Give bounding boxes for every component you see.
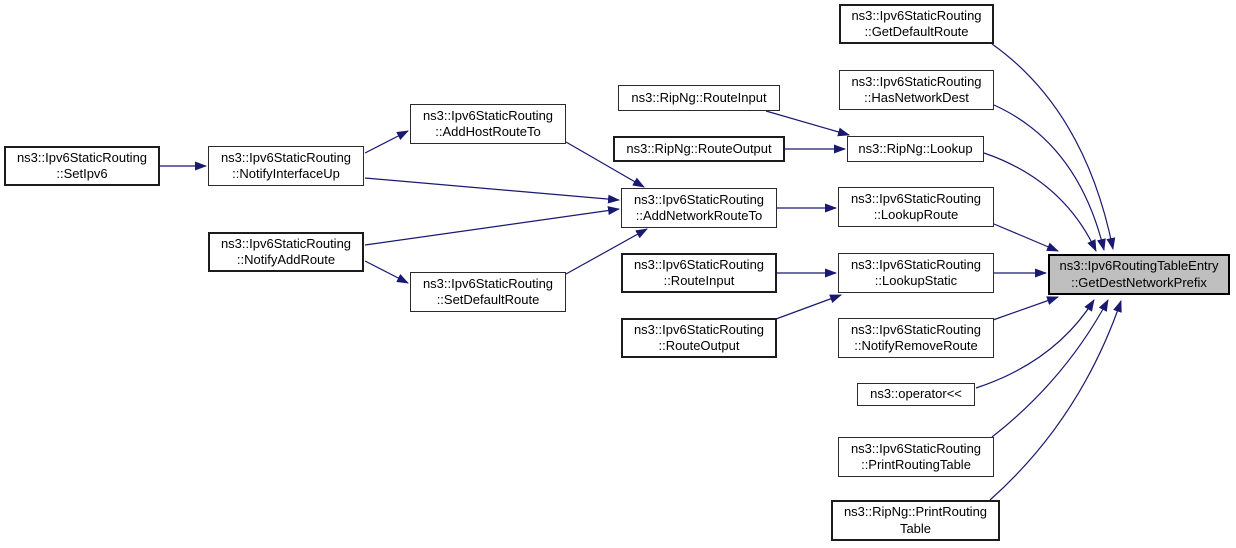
node-label: ::LookupStatic [874,273,958,288]
node-label: ns3::Ipv6StaticRouting [422,275,554,291]
node-label: ::NotifyAddRoute [236,252,336,267]
node-label: ns3::Ipv6StaticRouting [850,321,982,337]
node-label: ns3::Ipv6StaticRouting [220,149,352,165]
edge-notify-interface-up-add-network-route-to [364,177,620,204]
node-label: ::LookupRoute [873,207,959,222]
node-label: ns3::Ipv6StaticRouting [633,321,765,337]
node-ripng-route-input[interactable]: ns3::RipNg::RouteInput [618,85,780,111]
edge-get-default-route-get-dest-network-prefix [991,43,1116,250]
node-label: ::SetDefaultRoute [436,292,540,307]
node-route-output[interactable]: ns3::Ipv6StaticRouting::RouteOutput [621,318,777,358]
edge-notify-add-route-add-network-route-to [364,206,620,246]
node-has-network-dest[interactable]: ns3::Ipv6StaticRouting::HasNetworkDest [839,70,994,110]
node-set-ipv6[interactable]: ns3::Ipv6StaticRouting::SetIpv6 [4,146,160,186]
node-label: ::NotifyInterfaceUp [232,166,340,181]
node-label: ns3::Ipv6StaticRouting [851,7,982,23]
node-label: ns3::Ipv6StaticRouting [850,440,982,456]
node-label: ns3::RipNg::Lookup [858,140,973,156]
node-label: ::PrintRoutingTable [861,457,971,472]
node-label: ::GetDefaultRoute [864,24,969,39]
node-notify-interface-up[interactable]: ns3::Ipv6StaticRouting::NotifyInterfaceU… [208,146,364,186]
node-label: ns3::Ipv6RoutingTableEntry [1059,258,1219,273]
node-label: ns3::RipNg::RouteInput [631,89,767,105]
node-get-dest-network-prefix[interactable]: ns3::Ipv6RoutingTableEntry::GetDestNetwo… [1048,254,1230,295]
node-label: ns3::RipNg::PrintRouting [843,504,988,519]
edge-set-default-route-add-network-route-to [565,228,648,275]
edge-add-host-route-to-add-network-route-to [565,141,645,188]
node-label: ns3::Ipv6StaticRouting [851,73,982,89]
node-label: ::AddNetworkRouteTo [635,208,763,223]
node-get-default-route[interactable]: ns3::Ipv6StaticRouting::GetDefaultRoute [839,4,994,44]
node-notify-remove-route[interactable]: ns3::Ipv6StaticRouting::NotifyRemoveRout… [838,318,994,358]
node-label: ns3::Ipv6StaticRouting [16,149,148,165]
node-operator-stream-out[interactable]: ns3::operator<< [857,383,975,406]
node-label: ::SetIpv6 [56,166,108,181]
node-ripng-route-output[interactable]: ns3::RipNg::RouteOutput [613,136,785,162]
edge-route-output-lookup-static [775,294,842,320]
node-label: ::AddHostRouteTo [435,124,541,139]
edge-has-network-dest-get-dest-network-prefix [993,104,1106,251]
node-add-network-route-to[interactable]: ns3::Ipv6StaticRouting::AddNetworkRouteT… [621,188,777,228]
node-lookup-static[interactable]: ns3::Ipv6StaticRouting::LookupStatic [838,253,994,293]
node-set-default-route[interactable]: ns3::Ipv6StaticRouting::SetDefaultRoute [410,272,566,312]
node-label: ::NotifyRemoveRoute [854,338,978,353]
node-label: ::RouteInput [663,273,735,288]
node-label: ::GetDestNetworkPrefix [1071,274,1207,290]
node-label: ns3::operator<< [870,386,962,402]
edge-lookup-route-get-dest-network-prefix [993,223,1059,252]
node-label: Table [899,520,932,536]
edge-print-routing-table-get-dest-network-prefix [991,299,1109,438]
node-label: ns3::Ipv6StaticRouting [850,190,982,206]
node-label: ns3::RipNg::RouteOutput [626,140,772,156]
node-label: ns3::Ipv6StaticRouting [220,235,352,251]
edge-ripng-route-input-ripng-lookup [765,110,850,137]
edge-operator-stream-out-get-dest-network-prefix [975,299,1095,389]
node-notify-add-route[interactable]: ns3::Ipv6StaticRouting::NotifyAddRoute [208,232,364,272]
node-label: ns3::Ipv6StaticRouting [850,256,982,272]
node-print-routing-table[interactable]: ns3::Ipv6StaticRouting::PrintRoutingTabl… [838,437,994,477]
node-ripng-lookup[interactable]: ns3::RipNg::Lookup [847,136,984,162]
node-label: ns3::Ipv6StaticRouting [422,107,554,123]
node-add-host-route-to[interactable]: ns3::Ipv6StaticRouting::AddHostRouteTo [410,104,566,144]
node-lookup-route[interactable]: ns3::Ipv6StaticRouting::LookupRoute [838,187,994,227]
node-route-input[interactable]: ns3::Ipv6StaticRouting::RouteInput [621,253,777,293]
node-label: ns3::Ipv6StaticRouting [633,191,765,207]
edge-ripng-print-routing-table-get-dest-network-prefix [989,300,1122,501]
edge-notify-interface-up-add-host-route-to [364,130,409,154]
node-label: ::HasNetworkDest [864,90,969,105]
edge-notify-add-route-set-default-route [364,260,409,284]
node-label: ns3::Ipv6StaticRouting [633,256,765,272]
node-label: ::RouteOutput [658,338,740,353]
edge-notify-remove-route-get-dest-network-prefix [992,296,1059,321]
edge-ripng-lookup-get-dest-network-prefix [983,152,1097,252]
